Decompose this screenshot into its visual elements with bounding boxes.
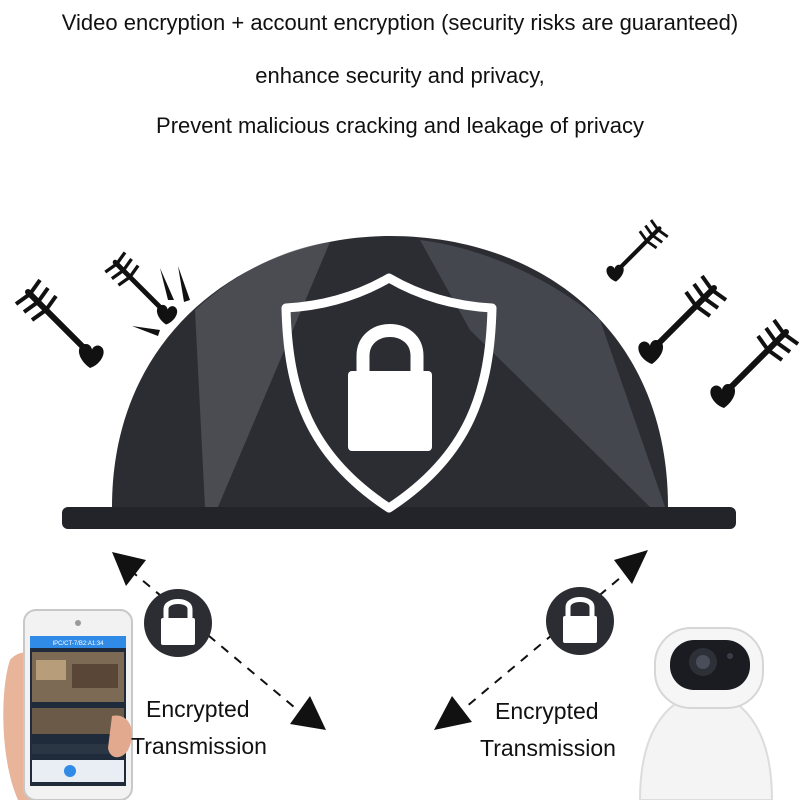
phone-app-title: IPC/CT-7/B2:A1:34 bbox=[52, 641, 104, 647]
encrypted-link-right bbox=[434, 550, 648, 730]
encrypted-link-left bbox=[112, 552, 326, 730]
link-arrowhead bbox=[290, 696, 326, 730]
left-caption-transmission: Transmission bbox=[131, 733, 267, 759]
security-camera-icon bbox=[638, 627, 774, 800]
arrow-icon bbox=[606, 220, 667, 282]
headline-line-1: Video encryption + account encryption (s… bbox=[61, 10, 739, 35]
right-caption-transmission: Transmission bbox=[480, 735, 616, 761]
link-arrowhead bbox=[614, 550, 648, 584]
dome-base bbox=[62, 507, 736, 529]
impact-spikes bbox=[132, 266, 190, 336]
shield-lock-icon bbox=[281, 273, 497, 513]
left-caption-encrypted: Encrypted bbox=[146, 696, 250, 722]
smartphone-icon: IPC/CT-7/B2:A1:34 bbox=[3, 609, 133, 800]
right-caption-encrypted: Encrypted bbox=[495, 698, 599, 724]
arrow-icon bbox=[710, 320, 798, 408]
arrow-icon bbox=[16, 280, 104, 368]
padlock-icon bbox=[546, 587, 614, 655]
padlock-icon bbox=[144, 589, 212, 657]
headline-line-2: enhance security and privacy, bbox=[255, 63, 545, 88]
link-arrowhead bbox=[112, 552, 146, 586]
headline-line-3: Prevent malicious cracking and leakage o… bbox=[156, 113, 644, 138]
link-arrowhead bbox=[434, 696, 472, 730]
arrow-icon bbox=[638, 276, 726, 364]
